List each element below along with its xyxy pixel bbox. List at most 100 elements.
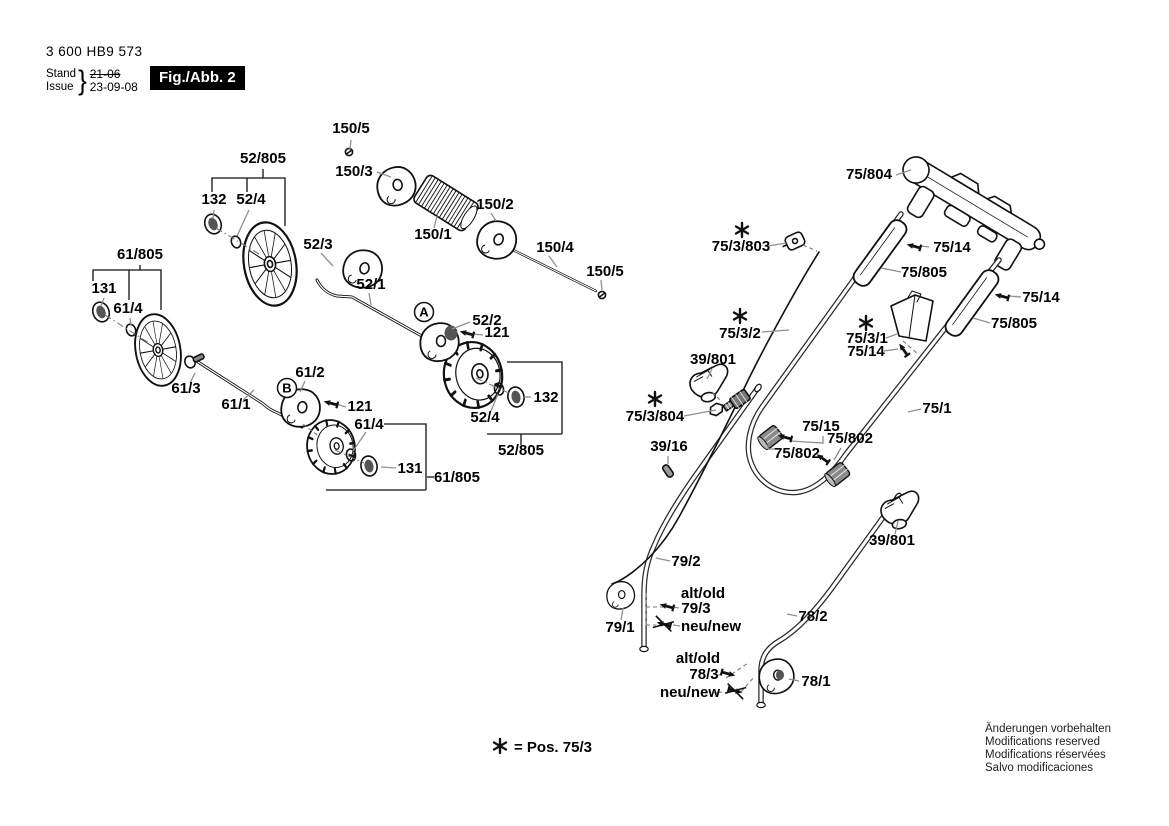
parts-layer (89, 147, 1046, 709)
leader-line (600, 279, 603, 291)
leader-line (767, 242, 787, 247)
cable-clip (782, 231, 806, 251)
leader-line (972, 317, 991, 324)
construction-dash-line (215, 227, 260, 255)
part-label: 61/805 (117, 246, 163, 263)
screw-icon (323, 400, 340, 409)
bracket-line (507, 361, 563, 434)
upper-handlebar (902, 156, 1046, 271)
leader-line (472, 333, 484, 336)
handle-grip (944, 269, 1000, 337)
part-label: 75/802 (774, 445, 820, 462)
clamp-hole (776, 670, 784, 680)
leader-line (786, 613, 798, 617)
circled-reference (276, 377, 298, 399)
part-label: alt/old (681, 585, 725, 602)
bracket-line (92, 269, 162, 310)
part-label: 61/3 (171, 380, 200, 397)
part-label: 61/2 (295, 364, 324, 381)
leader-line (655, 557, 671, 562)
wing-knob (877, 489, 925, 533)
part-label: 78/3 (689, 666, 718, 683)
part-label: neu/new (681, 618, 741, 635)
circled-reference (413, 301, 435, 323)
header: 3 600 HB9 573 Stand Issue } 21-06 23-09-… (46, 44, 143, 96)
bracket-line (384, 423, 427, 490)
part-label: 121 (347, 398, 372, 415)
part-label: 39/16 (650, 438, 688, 455)
bracket-hub-cap (444, 325, 458, 341)
leader-line (451, 321, 471, 330)
leader-line (380, 466, 397, 469)
leader-line (788, 678, 800, 682)
part-label: 61/4 (113, 300, 143, 317)
washer-ring (125, 323, 137, 337)
part-label: 52/4 (470, 409, 500, 426)
leader-line (352, 431, 367, 452)
hub-cap (505, 384, 527, 410)
leader-line (833, 447, 842, 461)
leader-line (1008, 295, 1022, 298)
leader-line (349, 139, 352, 150)
notice-line: Salvo modificaciones (985, 762, 1094, 774)
part-label: 52/3 (303, 236, 332, 253)
screw-icon (659, 603, 676, 612)
bracket-line (211, 177, 286, 226)
crossed-out-screw-icon (724, 683, 747, 700)
washer-ring (230, 235, 242, 249)
part-label: 75/805 (901, 264, 947, 281)
part-label: 52/1 (356, 276, 385, 293)
part-label: 75/3/1 (846, 330, 888, 347)
part-label: 79/1 (605, 619, 634, 636)
stand-date: 21-06 (89, 66, 121, 81)
screw-icon (777, 434, 794, 443)
part-label: 75/15 (802, 418, 840, 435)
star-marker (858, 314, 874, 332)
handle-grip (852, 219, 908, 287)
leader-line (767, 444, 775, 450)
leader-line (368, 292, 372, 306)
hub-cap (358, 453, 380, 479)
small-screw (344, 147, 354, 157)
washer-ring (345, 448, 357, 462)
wing-knob (686, 362, 734, 406)
leader-line (683, 409, 717, 417)
leader-line (299, 380, 306, 393)
part-label: 132 (201, 191, 226, 208)
wheel (128, 309, 188, 391)
leader-line (620, 607, 624, 621)
notice-line: Modifications réservées (985, 749, 1106, 761)
leader-line (433, 215, 438, 229)
part-label: 39/801 (869, 532, 915, 549)
part-label: 75/802 (827, 430, 873, 447)
leader-line (706, 368, 713, 380)
leader-line (883, 348, 899, 352)
part-label: neu/new (660, 684, 720, 701)
notice-line: Modifications reserved (985, 736, 1101, 748)
modification-notices: Änderungen vorbehalten Modifications res… (985, 723, 1111, 775)
leader-line (907, 408, 922, 413)
leader-line (761, 329, 790, 333)
document-part-number: 3 600 HB9 573 (46, 44, 143, 59)
part-label: 75/3/804 (626, 408, 685, 425)
part-label: 75/1 (922, 400, 951, 417)
washer-ring (493, 382, 505, 396)
stand-label: Stand (46, 67, 77, 80)
leader-line (189, 372, 196, 384)
roller-bracket (471, 214, 523, 266)
leader-line (376, 171, 392, 178)
leader-line (100, 297, 105, 307)
part-label: 39/801 (690, 351, 736, 368)
wheel (301, 414, 361, 480)
wheel (236, 217, 304, 311)
screw-icon (906, 243, 923, 252)
circled-reference-letter: A (419, 305, 429, 320)
tube-clamp (822, 460, 852, 489)
leader-line (894, 520, 899, 535)
lower-handle-tube-left (639, 383, 762, 653)
part-label: 131 (397, 460, 422, 477)
leader-line (242, 389, 255, 401)
leader-line (672, 624, 681, 627)
end-clamp (606, 581, 636, 610)
star-marker (734, 221, 750, 239)
